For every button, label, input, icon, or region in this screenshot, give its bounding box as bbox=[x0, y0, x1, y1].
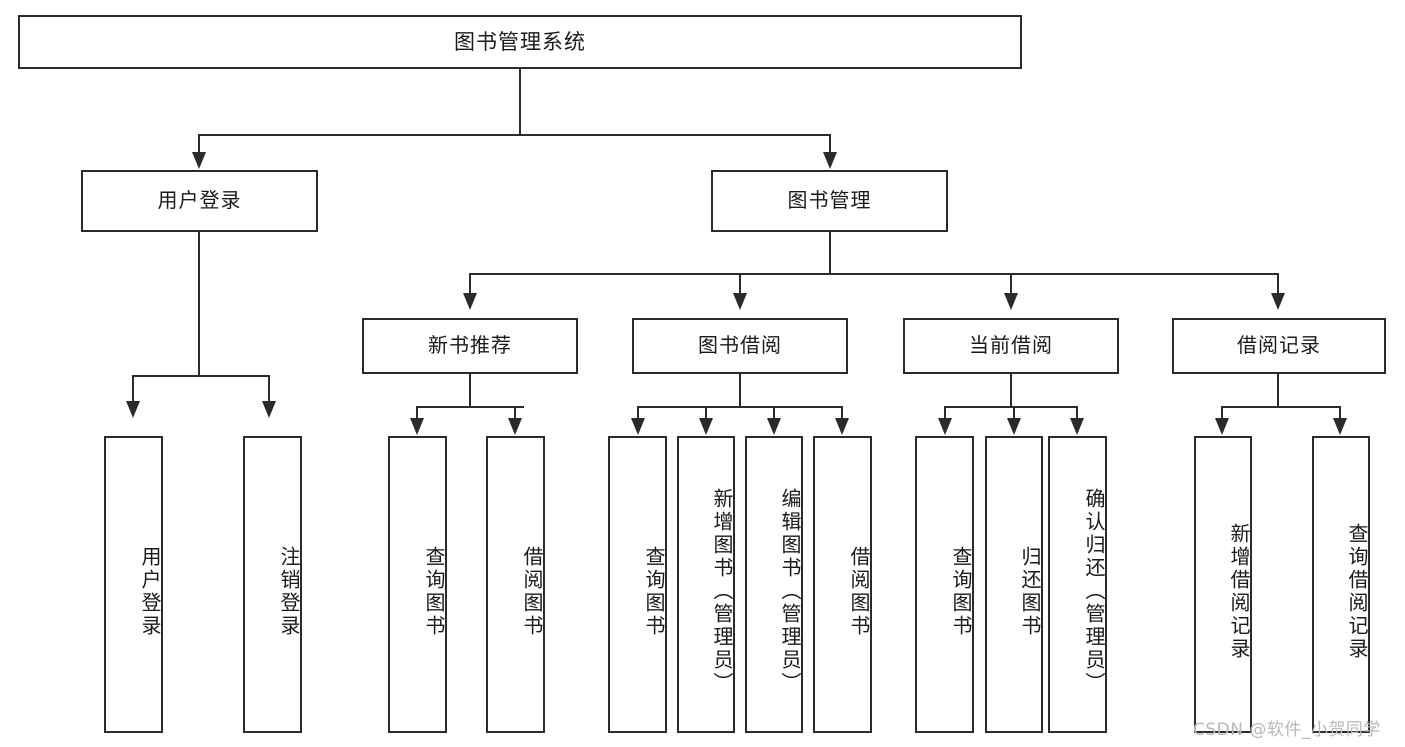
arrow-head-bookmgmt-3 bbox=[1004, 293, 1018, 310]
connector-userlogin-drop-1 bbox=[132, 375, 134, 403]
node-label: 借阅记录 bbox=[1237, 333, 1321, 358]
arrow-head-currentborrow-2 bbox=[1007, 418, 1021, 435]
connector-bookmgmt-bar bbox=[469, 273, 1279, 275]
leaf-query-book-borrow[interactable]: 查询图书 bbox=[608, 436, 667, 733]
node-label: 查询借阅记录 bbox=[1345, 522, 1369, 661]
leaf-borrow-book-recommend[interactable]: 借阅图书 bbox=[486, 436, 545, 733]
connector-currentborrow-drop-2 bbox=[1013, 406, 1015, 420]
node-label: 归还图书 bbox=[1018, 545, 1042, 638]
leaf-return-book[interactable]: 归还图书 bbox=[985, 436, 1043, 733]
node-label: 当前借阅 bbox=[969, 333, 1053, 358]
arrow-head-bookborrow-4 bbox=[835, 418, 849, 435]
connector-currentborrow-bar bbox=[944, 406, 1078, 408]
connector-newbook-stem bbox=[469, 374, 471, 407]
connector-root-drop-1 bbox=[198, 134, 200, 154]
leaf-query-borrow-record[interactable]: 查询借阅记录 bbox=[1312, 436, 1370, 733]
connector-bookmgmt-drop-3 bbox=[1010, 273, 1012, 295]
leaf-logout-login[interactable]: 注销登录 bbox=[243, 436, 302, 733]
arrow-head-bookborrow-3 bbox=[767, 418, 781, 435]
arrow-head-root-1 bbox=[192, 152, 206, 169]
node-label: 借阅图书 bbox=[847, 545, 871, 638]
node-label: 查询图书 bbox=[642, 545, 666, 638]
arrow-head-newbook-1 bbox=[410, 418, 424, 435]
connector-borrowrecord-stem bbox=[1277, 374, 1279, 407]
node-label: 新书推荐 bbox=[428, 333, 512, 358]
connector-userlogin-stem bbox=[198, 232, 200, 376]
leaf-query-book-recommend[interactable]: 查询图书 bbox=[388, 436, 447, 733]
node-new-book-recommend[interactable]: 新书推荐 bbox=[362, 318, 578, 374]
csdn-watermark: CSDN @软件_小贺同学 bbox=[1193, 720, 1381, 740]
arrow-head-userlogin-1 bbox=[126, 401, 140, 418]
connector-bookmgmt-drop-2 bbox=[739, 273, 741, 295]
node-borrow-record[interactable]: 借阅记录 bbox=[1172, 318, 1386, 374]
arrow-head-root-2 bbox=[823, 152, 837, 169]
connector-bookborrow-stem bbox=[739, 374, 741, 407]
node-book-management[interactable]: 图书管理 bbox=[711, 170, 948, 232]
arrow-head-borrowrecord-2 bbox=[1333, 418, 1347, 435]
connector-bookmgmt-drop-4 bbox=[1277, 273, 1279, 295]
connector-currentborrow-drop-3 bbox=[1076, 406, 1078, 420]
arrow-head-newbook-2 bbox=[508, 418, 522, 435]
leaf-user-login[interactable]: 用户登录 bbox=[104, 436, 163, 733]
connector-bookborrow-drop-3 bbox=[773, 406, 775, 420]
node-label: 新增借阅记录 bbox=[1227, 522, 1251, 661]
connector-borrowrecord-drop-1 bbox=[1221, 406, 1223, 420]
arrow-head-bookmgmt-1 bbox=[463, 293, 477, 310]
leaf-borrow-book[interactable]: 借阅图书 bbox=[813, 436, 872, 733]
leaf-edit-book-admin[interactable]: 编辑图书（管理员） bbox=[745, 436, 803, 733]
connector-userlogin-bar bbox=[132, 375, 268, 377]
node-label: 编辑图书（管理员） bbox=[778, 488, 802, 695]
arrow-head-borrowrecord-1 bbox=[1215, 418, 1229, 435]
connector-root-drop-2 bbox=[829, 134, 831, 154]
node-current-borrow[interactable]: 当前借阅 bbox=[903, 318, 1119, 374]
connector-currentborrow-drop-1 bbox=[944, 406, 946, 420]
node-user-login[interactable]: 用户登录 bbox=[81, 170, 318, 232]
arrow-head-bookmgmt-2 bbox=[733, 293, 747, 310]
connector-newbook-bar bbox=[416, 406, 524, 408]
node-label: 图书借阅 bbox=[698, 333, 782, 358]
leaf-add-book-admin[interactable]: 新增图书（管理员） bbox=[677, 436, 735, 733]
arrow-head-currentborrow-1 bbox=[938, 418, 952, 435]
node-label: 新增图书（管理员） bbox=[710, 488, 734, 695]
connector-root-bar bbox=[198, 134, 831, 136]
connector-bookborrow-drop-1 bbox=[637, 406, 639, 420]
node-root-system[interactable]: 图书管理系统 bbox=[18, 15, 1022, 69]
node-label: 用户登录 bbox=[138, 545, 162, 638]
node-label: 用户登录 bbox=[157, 188, 242, 213]
arrow-head-bookmgmt-4 bbox=[1271, 293, 1285, 310]
leaf-confirm-return-admin[interactable]: 确认归还（管理员） bbox=[1048, 436, 1107, 733]
node-book-borrow[interactable]: 图书借阅 bbox=[632, 318, 848, 374]
node-label: 确认归还（管理员） bbox=[1082, 488, 1106, 695]
connector-newbook-drop-1 bbox=[416, 406, 418, 420]
arrow-head-currentborrow-3 bbox=[1070, 418, 1084, 435]
arrow-head-userlogin-2 bbox=[262, 401, 276, 418]
connector-bookmgmt-stem bbox=[829, 232, 831, 274]
node-label: 图书管理 bbox=[787, 188, 872, 213]
leaf-add-borrow-record[interactable]: 新增借阅记录 bbox=[1194, 436, 1252, 733]
leaf-query-book-current[interactable]: 查询图书 bbox=[915, 436, 974, 733]
connector-bookborrow-bar bbox=[637, 406, 843, 408]
connector-bookborrow-drop-2 bbox=[705, 406, 707, 420]
connector-borrowrecord-drop-2 bbox=[1339, 406, 1341, 420]
connector-currentborrow-stem bbox=[1010, 374, 1012, 407]
arrow-head-bookborrow-2 bbox=[699, 418, 713, 435]
connector-bookborrow-drop-4 bbox=[841, 406, 843, 420]
connector-borrowrecord-bar bbox=[1221, 406, 1341, 408]
node-label: 图书管理系统 bbox=[454, 29, 586, 54]
node-label: 查询图书 bbox=[949, 545, 973, 638]
connector-newbook-drop-2 bbox=[514, 406, 516, 420]
arrow-head-bookborrow-1 bbox=[631, 418, 645, 435]
connector-userlogin-drop-2 bbox=[268, 375, 270, 403]
node-label: 查询图书 bbox=[422, 545, 446, 638]
node-label: 借阅图书 bbox=[520, 545, 544, 638]
node-label: 注销登录 bbox=[277, 545, 301, 638]
connector-bookmgmt-drop-1 bbox=[469, 273, 471, 295]
connector-root-stem bbox=[519, 69, 521, 135]
